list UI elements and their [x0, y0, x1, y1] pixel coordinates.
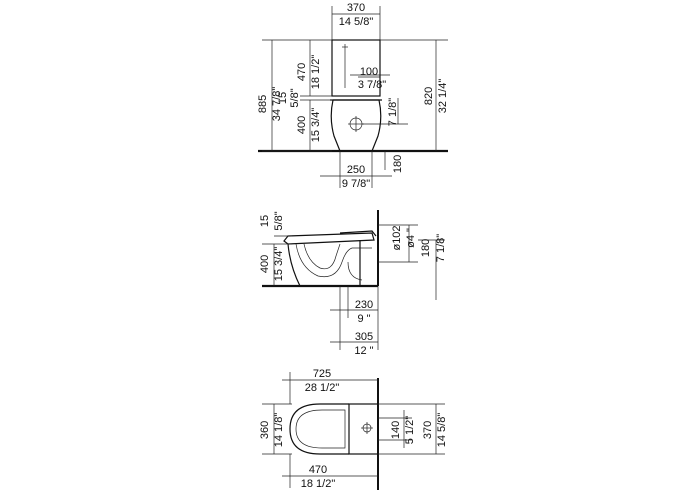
- tank-height-in: 18 1/2": [310, 55, 322, 90]
- side-seat-height-mm: 400: [259, 255, 271, 273]
- flush-button-icon: [342, 44, 348, 88]
- side-seat-gap-in: 5/8": [273, 211, 285, 230]
- trapway: [295, 243, 372, 278]
- tank-top-outline: [348, 403, 379, 455]
- base-width-mm: 250: [347, 164, 365, 176]
- total-height-in: 34 7/8": [271, 87, 283, 122]
- seat-height-mm: 400: [296, 116, 308, 134]
- bowl-body: [287, 240, 361, 287]
- right-height-in: 32 1/4": [437, 79, 449, 114]
- top-length-in: 28 1/2": [305, 382, 340, 394]
- rough-in-in: 9 ": [357, 313, 370, 325]
- tank-height-mm: 470: [296, 63, 308, 81]
- front-view: 370 14 5/8" 885 34 7/8" 470 18 1/2" 15 5…: [257, 2, 449, 190]
- tank-lid: [339, 230, 377, 237]
- top-width-in: 14 1/8": [273, 413, 285, 448]
- inlet-180-mm: 180: [392, 155, 404, 173]
- top-width-mm: 360: [259, 421, 271, 439]
- tank-outline: [331, 39, 381, 97]
- tank-width-mm: 370: [347, 2, 365, 14]
- inlet-height-in: 7 1/8": [387, 98, 399, 126]
- rough-in-mm: 230: [355, 299, 373, 311]
- seat-outline: [283, 232, 375, 245]
- bowl-inner-outline: [295, 409, 346, 449]
- outlet-dia-in: ø4 ": [405, 228, 417, 248]
- depth-in: 12 ": [354, 345, 373, 357]
- top-length-mm: 725: [313, 368, 331, 380]
- outlet-height-in: 7 1/8": [435, 234, 447, 262]
- tank-depth-in: 14 5/8": [436, 413, 448, 448]
- total-height-mm: 885: [257, 95, 269, 113]
- tank-offset-in: 5/8": [289, 88, 301, 107]
- inlet-offset-in: 5 1/2": [404, 416, 416, 444]
- right-height-mm: 820: [423, 87, 435, 105]
- inlet-offset-mm: 140: [390, 421, 402, 439]
- front-length-in: 18 1/2": [301, 478, 336, 490]
- side-seat-height-in: 15 3/4": [273, 247, 285, 282]
- button-offset-mm: 100: [360, 66, 378, 78]
- button-offset-in: 3 7/8": [358, 79, 386, 91]
- top-view: 725 28 1/2" 360 14 1/8" 140 5 1/2" 370 1…: [259, 368, 448, 490]
- base-width-in: 9 7/8": [342, 178, 370, 190]
- tank-width-in: 14 5/8": [339, 16, 374, 28]
- side-seat-gap-mm: 15: [259, 215, 271, 227]
- front-length-mm: 470: [309, 464, 327, 476]
- seat-height-in: 15 3/4": [310, 108, 322, 143]
- bowl-top-outline: [289, 403, 349, 455]
- tank-depth-mm: 370: [422, 421, 434, 439]
- outlet-dia-mm: ø102: [391, 225, 403, 250]
- outlet-height-mm: 180: [420, 239, 432, 257]
- side-view: 400 15 3/4" 15 5/8" ø102 ø4 " 180 7 1/8"…: [259, 210, 447, 357]
- depth-mm: 305: [355, 331, 373, 343]
- tank-offset-mm: 15: [277, 92, 289, 104]
